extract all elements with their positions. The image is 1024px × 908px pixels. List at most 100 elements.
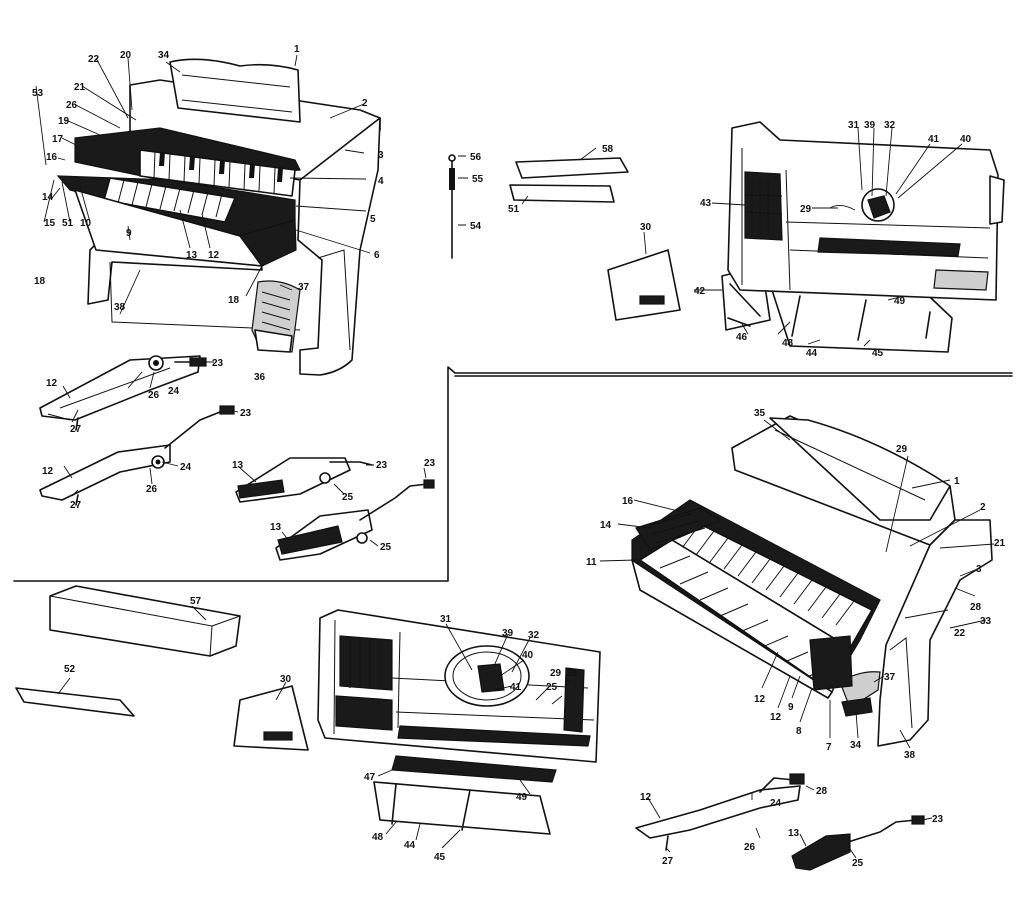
label-24-1: 24	[168, 386, 180, 397]
label-27-c: 27	[662, 856, 674, 867]
label-33: 33	[980, 616, 992, 627]
section-dividers	[13, 366, 1013, 582]
leader-lines	[35, 54, 995, 859]
label-21-a: 21	[74, 82, 86, 93]
label-3-b: 3	[976, 564, 982, 575]
strips-58-51	[509, 157, 629, 203]
label-16-b: 16	[622, 496, 634, 507]
label-58: 58	[602, 144, 614, 155]
label-21-b: 21	[994, 538, 1006, 549]
label-30-b: 30	[280, 674, 292, 685]
label-51-b: 51	[508, 204, 520, 215]
label-5-a: 5	[370, 214, 376, 225]
label-34-b: 34	[850, 740, 862, 751]
label-36-a: 36	[254, 372, 266, 383]
chassis-bottom-center	[317, 609, 601, 763]
rod-54-56	[448, 154, 468, 259]
label-23-2: 23	[240, 408, 252, 419]
label-26-1: 26	[148, 390, 160, 401]
pedal-assemblies-right	[635, 773, 925, 871]
label-23-3: 23	[376, 460, 388, 471]
label-10-a: 10	[80, 218, 92, 229]
label-34-a: 34	[158, 50, 170, 61]
label-57: 57	[190, 596, 202, 607]
label-12-c: 12	[640, 792, 652, 803]
label-25-2: 25	[380, 542, 392, 553]
label-56: 56	[470, 152, 482, 163]
rail-57	[15, 585, 241, 717]
label-49-a: 49	[894, 296, 906, 307]
label-32-b: 32	[528, 630, 540, 641]
organ-b-drawing	[631, 415, 993, 747]
label-39-b: 39	[502, 628, 514, 639]
label-38-a: 38	[114, 302, 126, 313]
plate-30-top	[607, 249, 681, 321]
label-6-a: 6	[374, 250, 380, 261]
label-29-a: 29	[800, 204, 812, 215]
label-27-1: 27	[70, 424, 82, 435]
label-23-1: 23	[212, 358, 224, 369]
label-12-b1: 12	[754, 694, 766, 705]
label-44-b: 44	[404, 840, 416, 851]
label-14-a: 14	[42, 192, 54, 203]
label-12-a: 12	[208, 250, 220, 261]
label-2-a: 2	[362, 98, 368, 109]
label-23-4: 23	[424, 458, 436, 469]
label-22-a: 22	[88, 54, 100, 65]
label-4-a: 4	[378, 176, 384, 187]
label-45-a: 45	[872, 348, 884, 359]
label-1-b: 1	[954, 476, 960, 487]
label-40-b: 40	[522, 650, 534, 661]
label-14-b: 14	[600, 520, 612, 531]
label-12-2: 12	[42, 466, 54, 477]
label-47: 47	[364, 772, 376, 783]
label-23-c: 23	[932, 814, 944, 825]
label-25-d: 25	[546, 682, 558, 693]
label-28-b: 28	[970, 602, 982, 613]
label-9-b: 9	[788, 702, 794, 713]
label-45-b: 45	[434, 852, 446, 863]
label-24-2: 24	[180, 462, 192, 473]
label-13-c: 13	[788, 828, 800, 839]
label-37-a: 37	[298, 282, 310, 293]
label-15-a: 15	[44, 218, 56, 229]
label-55: 55	[472, 174, 484, 185]
label-39-a: 39	[864, 120, 876, 131]
label-26-a: 26	[66, 100, 78, 111]
label-13-a: 13	[186, 250, 198, 261]
label-49-b: 49	[516, 792, 528, 803]
label-17-a: 17	[52, 134, 64, 145]
pedal-assemblies-left	[39, 355, 435, 561]
label-28-c: 28	[816, 786, 828, 797]
label-7-b: 7	[826, 742, 832, 753]
label-40-a: 40	[960, 134, 972, 145]
label-48-a: 48	[782, 338, 794, 349]
label-44-a: 44	[806, 348, 818, 359]
label-52: 52	[64, 664, 76, 675]
label-27-2: 27	[70, 500, 82, 511]
label-26-c: 26	[744, 842, 756, 853]
label-51-a: 51	[62, 218, 74, 229]
label-28-d: 28	[566, 668, 578, 679]
organ-a-drawing	[56, 58, 381, 376]
label-9-a: 9	[126, 228, 132, 239]
chassis-top-right	[727, 121, 1005, 301]
label-1-a: 1	[294, 44, 300, 55]
label-29-c: 29	[550, 668, 562, 679]
label-38-b: 38	[904, 750, 916, 761]
label-41-b: 41	[510, 682, 522, 693]
label-8-b: 8	[796, 726, 802, 737]
label-54: 54	[470, 221, 482, 232]
panels-44-45-49	[771, 279, 953, 353]
parts-47-44	[373, 755, 557, 835]
label-12-1: 12	[46, 378, 58, 389]
label-12-b2: 12	[770, 712, 782, 723]
label-13-2: 13	[270, 522, 282, 533]
label-2-b: 2	[980, 502, 986, 513]
label-53-a: 53	[32, 88, 44, 99]
label-25-1: 25	[342, 492, 354, 503]
label-31-a: 31	[848, 120, 860, 131]
label-29-b: 29	[896, 444, 908, 455]
label-48-b: 48	[372, 832, 384, 843]
